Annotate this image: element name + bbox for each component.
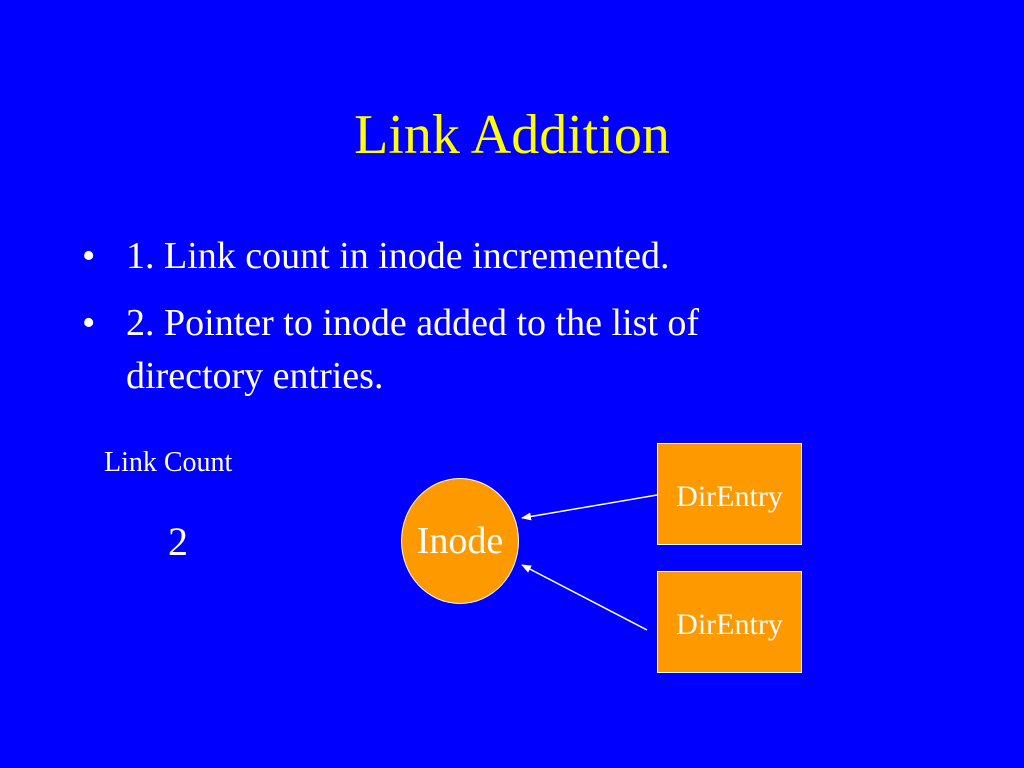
- bullet-icon: •: [82, 302, 96, 344]
- direntry-box: DirEntry: [657, 571, 802, 673]
- bullet-list: • 1. Link count in inode incremented. • …: [82, 230, 842, 417]
- bullet-text: 1. Link count in inode incremented.: [126, 235, 670, 277]
- link-count-label: Link Count: [104, 447, 233, 478]
- bullet-item: • 2. Pointer to inode added to the list …: [82, 297, 842, 403]
- arrow-direntry-2-to-inode: [521, 564, 648, 631]
- arrow-direntry-1-to-inode: [521, 494, 658, 521]
- bullet-item: • 1. Link count in inode incremented.: [82, 230, 842, 283]
- link-count-value: 2: [168, 519, 188, 564]
- slide-title: Link Addition: [354, 104, 670, 166]
- direntry-box: DirEntry: [657, 443, 802, 545]
- inode-node: Inode: [401, 478, 519, 604]
- bullet-icon: •: [82, 235, 96, 277]
- bullet-text: 2. Pointer to inode added to the list of…: [126, 302, 700, 397]
